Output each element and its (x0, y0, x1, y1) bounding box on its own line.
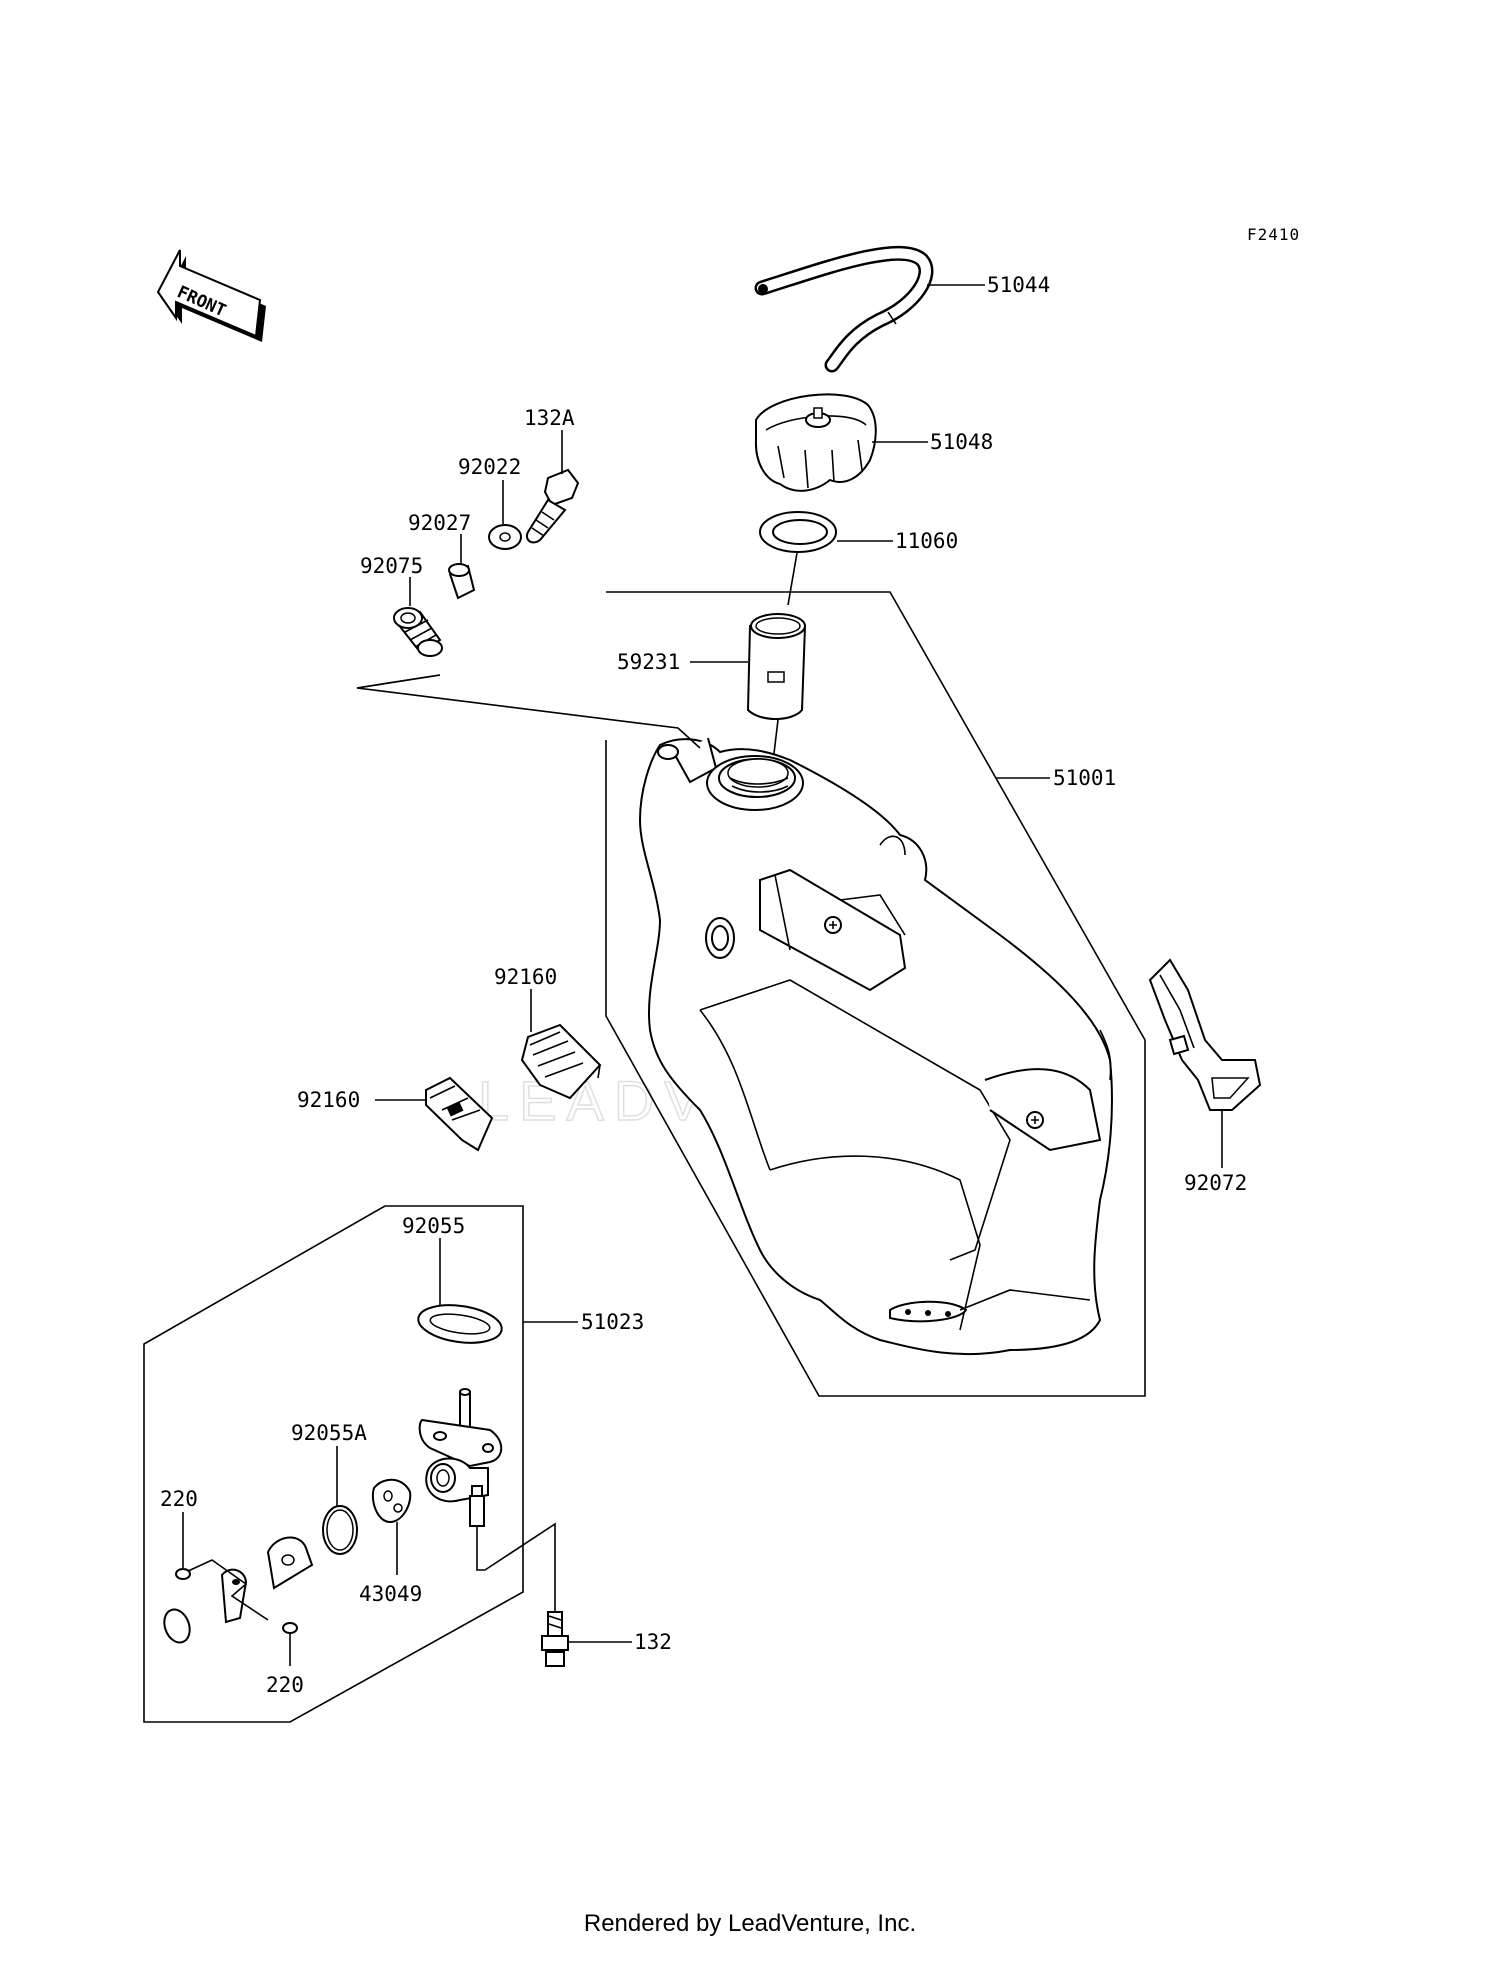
screw-leader (185, 1559, 269, 1621)
tank-strap (1148, 958, 1262, 1111)
part-label-59231: 59231 (617, 650, 680, 674)
part-label-220-upper: 220 (160, 1487, 198, 1511)
cap-gasket (759, 511, 837, 553)
part-label-132a: 132A (524, 406, 575, 430)
front-direction-arrow-icon: FRONT (156, 249, 266, 342)
damper-92160-upper (520, 1023, 602, 1100)
damper-92160-lower (425, 1076, 494, 1152)
part-label-51048: 51048 (930, 430, 993, 454)
gasket-43049 (371, 1478, 412, 1524)
fuel-tank (638, 737, 1113, 1356)
bolt-132a (526, 468, 580, 544)
part-label-92160-upper: 92160 (494, 965, 557, 989)
part-label-92055: 92055 (402, 1214, 465, 1238)
part-label-92022: 92022 (458, 455, 521, 479)
footer-credit: Rendered by LeadVenture, Inc. (583, 1910, 917, 1937)
part-label-51001: 51001 (1053, 766, 1116, 790)
mount-leader (356, 674, 701, 749)
fuel-filter (746, 613, 807, 720)
fuel-cock (418, 1388, 503, 1527)
part-label-92072: 92072 (1184, 1171, 1247, 1195)
part-label-92055a: 92055A (291, 1421, 367, 1445)
part-label-51023: 51023 (581, 1310, 644, 1334)
o-ring-92055a (322, 1505, 358, 1555)
bolt-132 (541, 1611, 569, 1667)
breather-hose (754, 245, 934, 373)
screw-220-lower (282, 1622, 298, 1634)
washer-92022 (488, 524, 522, 550)
lever-plate (220, 1536, 314, 1624)
part-label-132: 132 (634, 1630, 672, 1654)
screw-220-upper (175, 1568, 191, 1580)
part-label-92027: 92027 (408, 511, 471, 535)
filter-gasket-92055 (417, 1304, 503, 1344)
damper-92075 (393, 607, 443, 657)
figure-code: F2410 (1247, 225, 1300, 244)
part-label-11060: 11060 (895, 529, 958, 553)
collar-92027 (448, 563, 476, 600)
fuel-cock-group-outline (143, 1205, 524, 1723)
fuel-tank-group-outline (605, 591, 1146, 1397)
o-ring-small (163, 1608, 191, 1644)
part-label-220-lower: 220 (266, 1673, 304, 1697)
part-label-92160-lower: 92160 (297, 1088, 360, 1112)
fuel-cap (754, 393, 877, 492)
part-label-92075: 92075 (360, 554, 423, 578)
part-label-51044: 51044 (987, 273, 1050, 297)
part-label-43049: 43049 (359, 1582, 422, 1606)
